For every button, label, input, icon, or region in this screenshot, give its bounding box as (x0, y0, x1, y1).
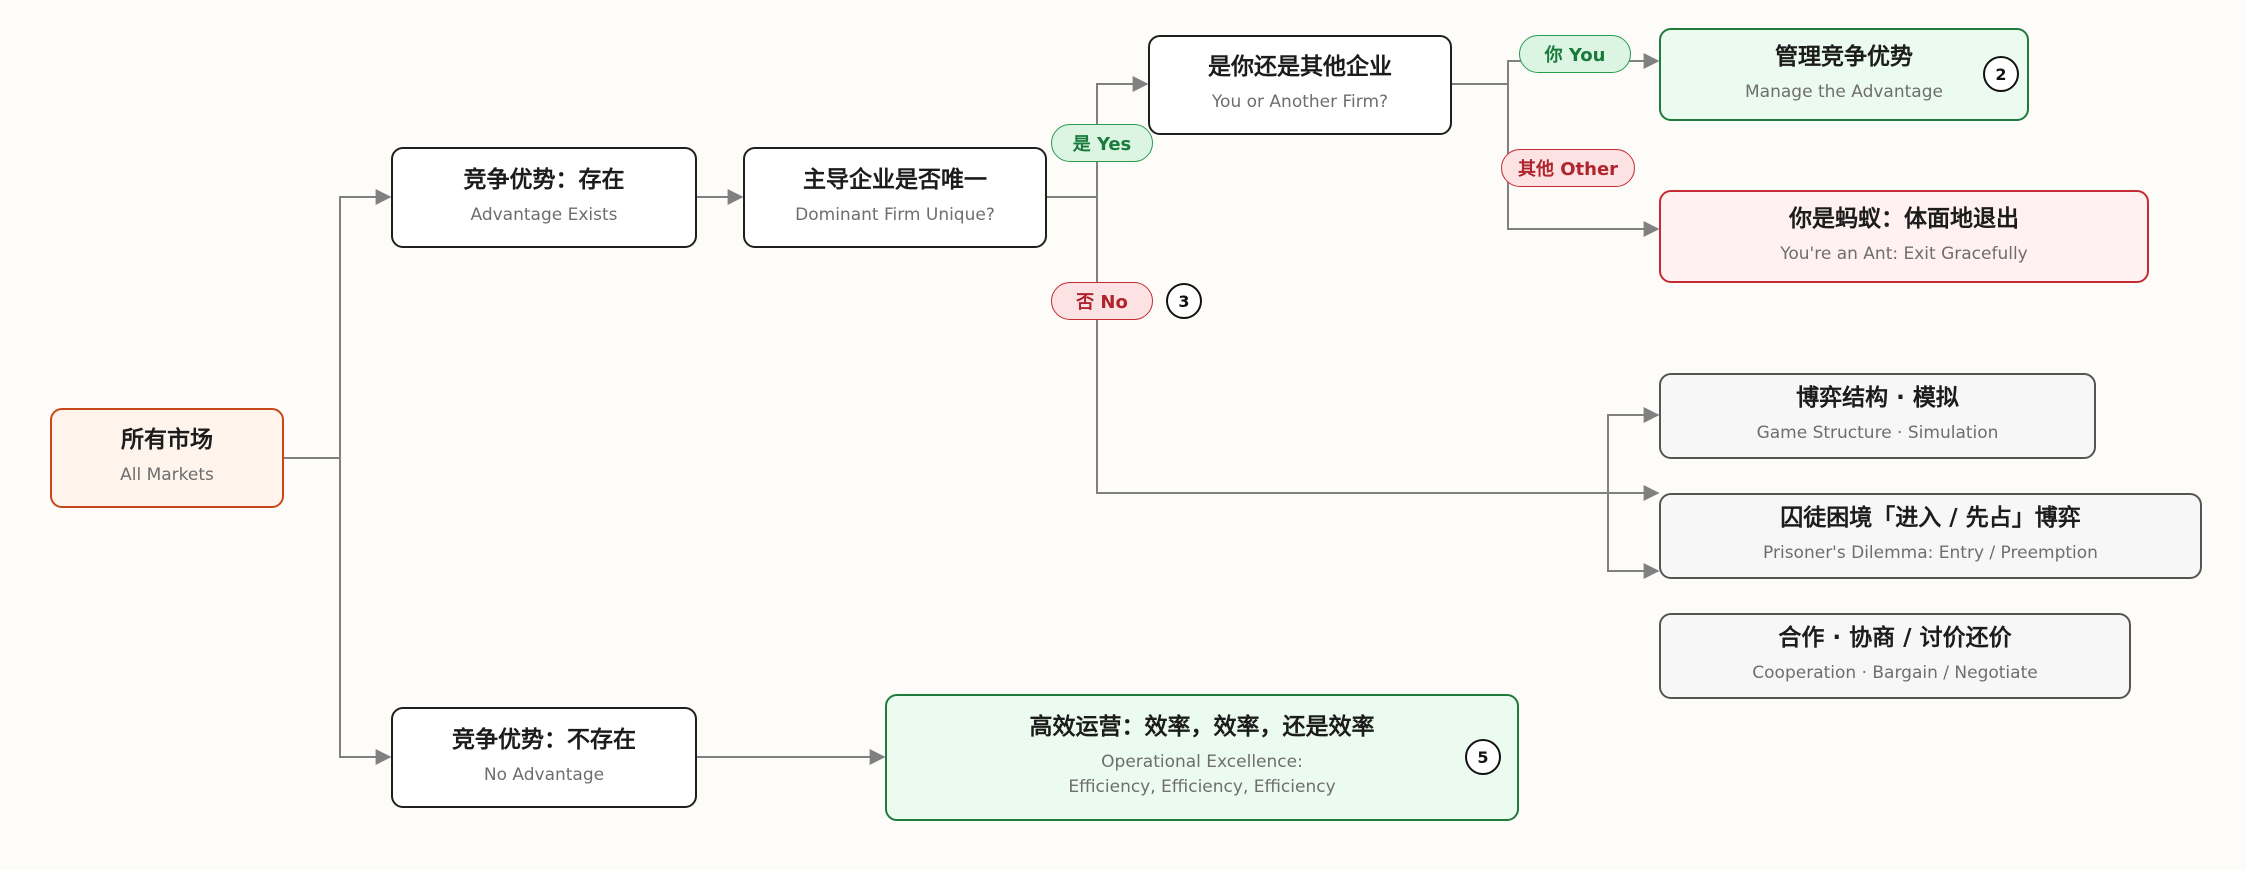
node-operational-excellence[interactable]: 高效运营：效率，效率，还是效率 Operational Excellence: … (885, 694, 1519, 821)
node-cooperation[interactable]: 合作 · 协商 / 讨价还价 Cooperation · Bargain / N… (1659, 613, 2131, 699)
node-subtitle: Manage the Advantage (1745, 81, 1943, 102)
node-subtitle: No Advantage (483, 764, 605, 785)
node-dominant-unique[interactable]: 主导企业是否唯一 Dominant Firm Unique? (743, 147, 1047, 248)
node-subtitle: Advantage Exists (470, 204, 618, 225)
node-title: 高效运营：效率，效率，还是效率 (1029, 714, 1375, 741)
edge-label-no: 否 No (1051, 282, 1153, 320)
node-title: 你是蚂蚁：体面地退出 (1789, 205, 2019, 232)
node-prisoners-dilemma[interactable]: 囚徒困境「进入 / 先占」博弈 Prisoner's Dilemma: Entr… (1659, 493, 2202, 579)
node-title: 竞争优势：存在 (463, 166, 625, 193)
node-game-structure[interactable]: 博弈结构 · 模拟 Game Structure · Simulation (1659, 373, 2096, 459)
edge-to-adv-exists (339, 189, 392, 458)
node-advantage-exists[interactable]: 竞争优势：存在 Advantage Exists (391, 147, 697, 248)
node-subtitle: Cooperation · Bargain / Negotiate (1752, 663, 2038, 684)
node-title: 博弈结构 · 模拟 (1796, 385, 1959, 412)
edge-other-branch (1507, 84, 1660, 237)
node-subtitle: Game Structure · Simulation (1756, 423, 1999, 444)
node-title: 囚徒困境「进入 / 先占」博弈 (1780, 505, 2081, 532)
node-title: 竞争优势：不存在 (452, 726, 636, 753)
node-you-or-other[interactable]: 是你还是其他企业 You or Another Firm? (1148, 35, 1452, 135)
node-subtitle: All Markets (120, 465, 214, 486)
node-title: 所有市场 (121, 427, 213, 454)
edge-label-yes: 是 Yes (1051, 124, 1153, 162)
node-manage-advantage[interactable]: 管理竞争优势 Manage the Advantage (1659, 28, 2029, 121)
node-subtitle: You're an Ant: Exit Gracefully (1780, 243, 2028, 264)
badge-number-op-excellence: 5 (1465, 739, 1501, 775)
node-subtitle: Prisoner's Dilemma: Entry / Preemption (1763, 543, 2098, 564)
node-subtitle: Operational Excellence: Efficiency, Effi… (1068, 751, 1336, 798)
badge-number-manage: 2 (1983, 56, 2019, 92)
edge-to-game-structure (1607, 407, 1660, 493)
node-title: 管理竞争优势 (1775, 43, 1913, 70)
edge-no-branch (1096, 197, 1660, 501)
edge-label-other: 其他 Other (1501, 149, 1635, 187)
node-no-advantage[interactable]: 竞争优势：不存在 No Advantage (391, 707, 697, 808)
node-ant-exit[interactable]: 你是蚂蚁：体面地退出 You're an Ant: Exit Gracefull… (1659, 190, 2149, 283)
node-all-markets[interactable]: 所有市场 All Markets (50, 408, 284, 508)
node-subtitle: Dominant Firm Unique? (795, 204, 995, 225)
node-title: 主导企业是否唯一 (803, 166, 987, 193)
node-title: 合作 · 协商 / 讨价还价 (1778, 625, 2012, 652)
node-subtitle: You or Another Firm? (1211, 92, 1389, 113)
edge-label-you: 你 You (1519, 35, 1631, 73)
node-title: 是你还是其他企业 (1208, 54, 1392, 81)
edge-to-no-adv (339, 458, 392, 765)
badge-number-no-branch: 3 (1166, 283, 1202, 319)
edge-to-cooperation (1607, 493, 1660, 579)
